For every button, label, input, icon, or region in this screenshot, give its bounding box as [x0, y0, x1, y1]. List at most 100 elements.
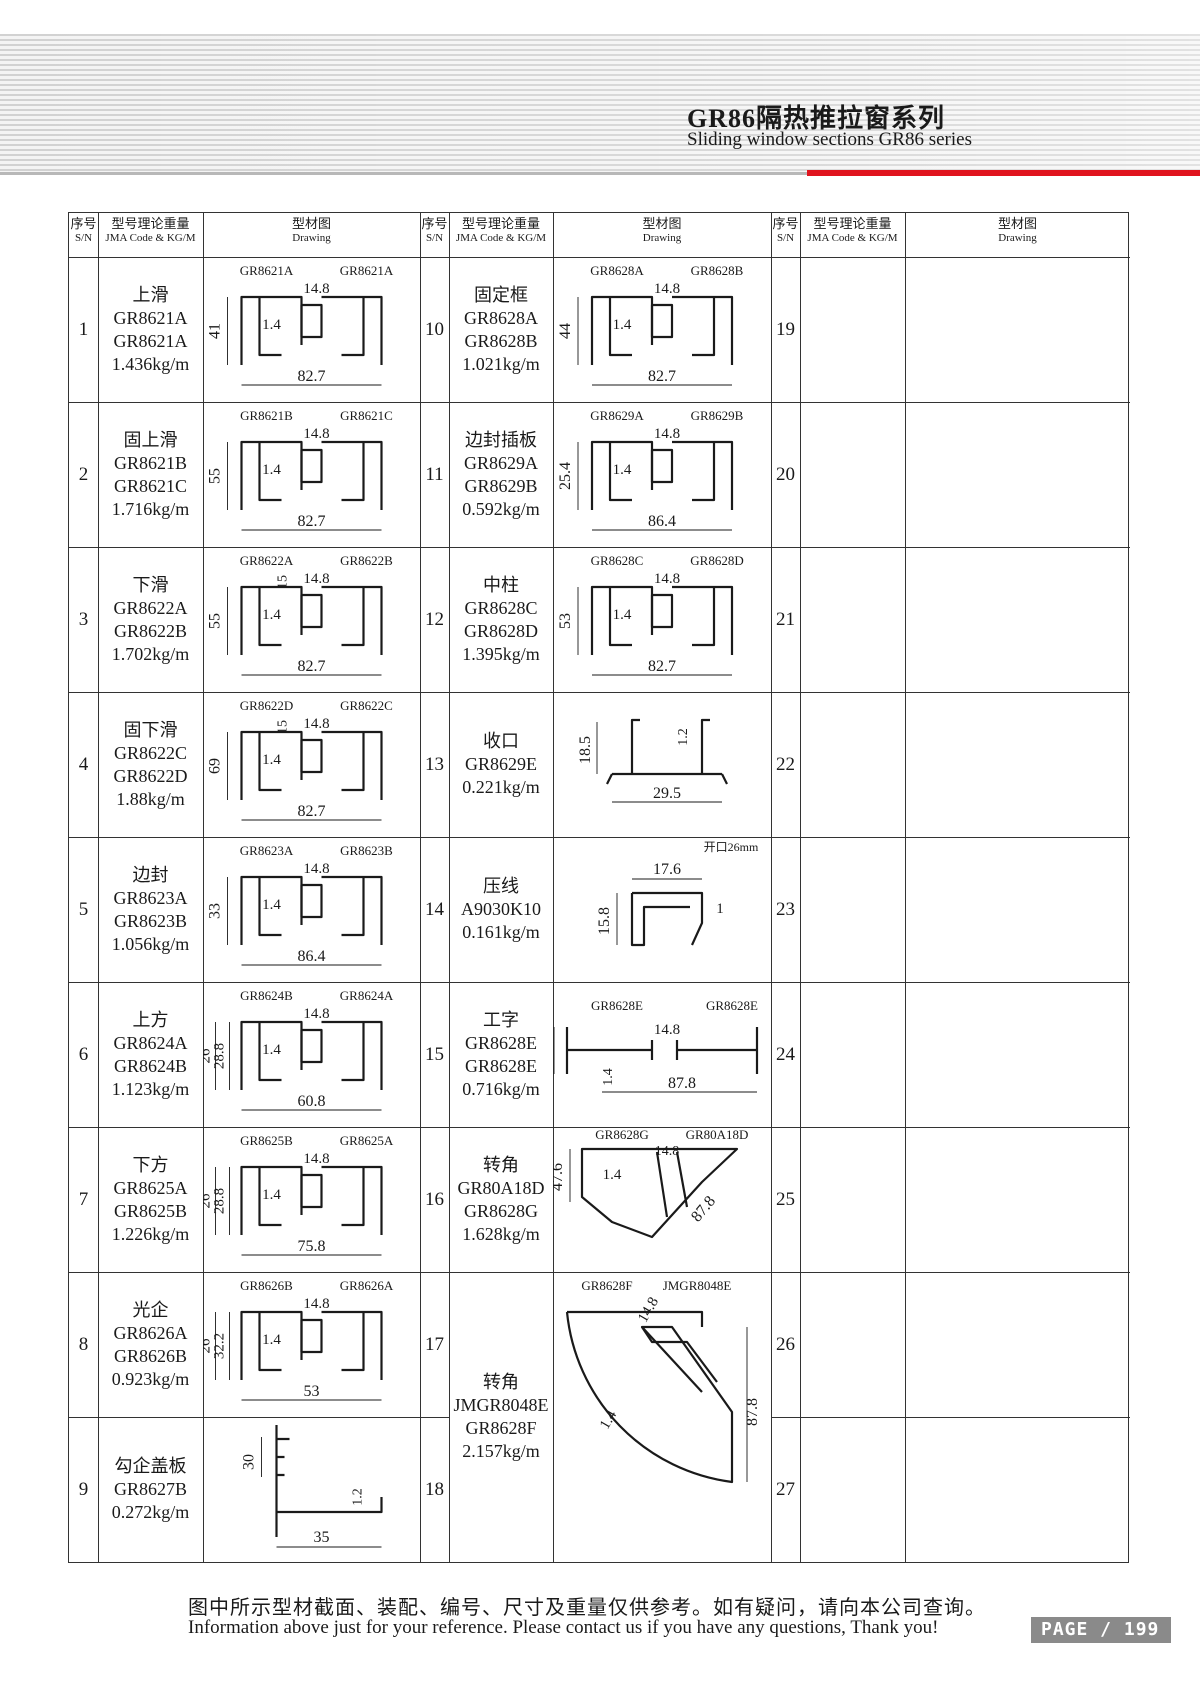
profile-weight: 1.702kg/m	[111, 643, 190, 664]
profile-outline	[580, 1147, 739, 1239]
serial-number: 3	[78, 608, 89, 630]
dimension-label: 82.7	[298, 803, 326, 820]
thermal-break-strip	[650, 593, 674, 629]
table-column-divider	[420, 213, 421, 1562]
thermal-break-strip	[300, 1173, 323, 1209]
dimension-label: 26	[203, 1193, 214, 1209]
thermal-break-strip	[650, 303, 674, 339]
profile-weight: 0.272kg/m	[111, 1502, 190, 1522]
part-code-label: GR8628F	[581, 1278, 632, 1293]
dimension-label: 15	[276, 720, 291, 734]
dimension-label: 53	[304, 1383, 320, 1400]
profile-outline	[240, 875, 383, 945]
serial-number: 15	[425, 1043, 444, 1065]
thermal-break-strip	[650, 448, 674, 484]
profile-weight: 1.716kg/m	[111, 498, 190, 519]
serial-number: 6	[78, 1043, 89, 1065]
profile-name: 上方	[132, 1009, 169, 1030]
header-fade	[0, 34, 1200, 174]
part-code-label: GR80A18D	[686, 1127, 749, 1142]
header-sn-cn: 序号	[421, 216, 448, 231]
profile-code: GR8626A	[113, 1322, 188, 1343]
profile-outline	[590, 440, 734, 510]
dimension-label: 15	[276, 575, 291, 589]
profile-code: GR8629A	[463, 452, 538, 473]
profile-outline	[630, 891, 704, 947]
part-code-label: GR8628G	[595, 1127, 648, 1142]
table-column-divider	[98, 213, 99, 1562]
dimension-label: 17.6	[653, 861, 681, 878]
profile-code: GR8623A	[113, 887, 188, 908]
table-row-divider	[771, 1417, 1130, 1418]
header-sn-cn: 序号	[70, 216, 97, 231]
part-code-label: GR8621A	[340, 263, 394, 278]
dimension-label: 14.8	[654, 281, 680, 297]
profile-weight: 2.157kg/m	[462, 1441, 540, 1461]
page-title-en: Sliding window sections GR86 series	[687, 129, 972, 150]
profile-code: GR8622C	[113, 742, 187, 763]
profile-name: 下方	[132, 1154, 169, 1175]
profile-weight: 0.161kg/m	[462, 922, 540, 942]
table-row-divider	[69, 1417, 420, 1418]
header-code-cn: 型号理论重量	[813, 216, 892, 231]
profile-outline	[606, 718, 728, 785]
dimension-label: 86.4	[298, 948, 326, 965]
serial-number: 23	[776, 898, 795, 920]
dimension-label: 1.4	[262, 1332, 281, 1348]
profile-weight: 1.395kg/m	[462, 643, 540, 664]
part-code-label: GR8625A	[340, 1133, 394, 1148]
profile-code: GR8621A	[113, 307, 188, 328]
dimension-label: 82.7	[298, 513, 326, 530]
thermal-break-strip	[300, 303, 323, 339]
header-sn-en: S/N	[776, 232, 795, 244]
table-row-divider	[69, 982, 1130, 983]
header-drawing-en: Drawing	[292, 232, 331, 244]
dimension-label: 75.8	[298, 1238, 326, 1255]
profile-outline	[590, 295, 734, 365]
profile-name: 固上滑	[123, 429, 178, 450]
serial-number: 26	[776, 1333, 795, 1355]
serial-number: 12	[425, 608, 444, 630]
table-row-divider	[69, 692, 1130, 693]
dimension-label: 14.8	[303, 1006, 329, 1022]
serial-number: 22	[776, 753, 795, 775]
profile-outline	[240, 585, 383, 655]
header-code-en: JMA Code & KG/M	[105, 232, 196, 244]
part-code-label: GR8622D	[240, 698, 293, 713]
dimension-label: 1.4	[262, 462, 281, 478]
dimension-label: 1.4	[262, 317, 281, 333]
part-code-label: GR8626B	[240, 1278, 293, 1293]
table-row-divider	[69, 402, 1130, 403]
dimension-label: 86.4	[648, 513, 676, 530]
table-column-divider	[449, 213, 450, 1562]
dimension-label: 26	[203, 1338, 214, 1354]
profile-name: 压线	[483, 876, 519, 896]
table-column-divider	[905, 213, 906, 1562]
dimension-label: 14.8	[303, 1151, 329, 1167]
dimension-label: 53	[557, 613, 574, 629]
table-column-divider	[553, 213, 554, 1562]
header-drawing-en: Drawing	[642, 232, 682, 244]
profile-code: GR80A18D	[457, 1177, 545, 1198]
dimension-label: 47.6	[553, 1163, 566, 1191]
profile-code: GR8628A	[463, 307, 538, 328]
